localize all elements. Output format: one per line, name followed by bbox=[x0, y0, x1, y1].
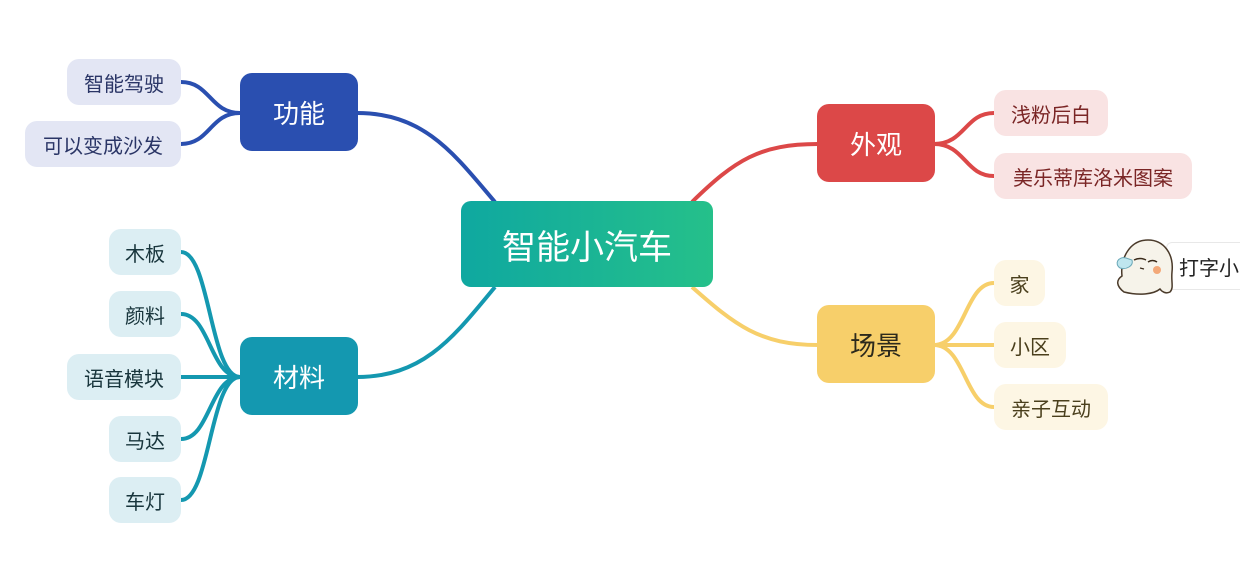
ghost-mascot-icon bbox=[1116, 239, 1173, 295]
connector-center-material bbox=[356, 285, 497, 379]
typing-helper-box[interactable]: 打字小 bbox=[1166, 242, 1240, 290]
leaf-scene[interactable]: 亲子互动 bbox=[994, 384, 1108, 430]
leaf-appearance[interactable]: 美乐蒂库洛米图案 bbox=[994, 153, 1192, 199]
leaf-function[interactable]: 可以变成沙发 bbox=[25, 121, 181, 167]
leaf-material[interactable]: 马达 bbox=[109, 416, 181, 462]
connector-scene-leaf bbox=[933, 281, 995, 347]
topic-appearance[interactable]: 外观 bbox=[817, 104, 935, 182]
connector-material-leaf bbox=[180, 250, 241, 379]
connector-material-leaf bbox=[180, 375, 241, 502]
topic-function[interactable]: 功能 bbox=[240, 73, 358, 151]
connector-center-function bbox=[356, 111, 497, 204]
connector-center-scene bbox=[690, 285, 819, 347]
topic-material[interactable]: 材料 bbox=[240, 337, 358, 415]
connector-function-leaf bbox=[180, 111, 241, 146]
topic-scene[interactable]: 场景 bbox=[817, 305, 935, 383]
leaf-material[interactable]: 木板 bbox=[109, 229, 181, 275]
connector-function-leaf bbox=[180, 80, 241, 115]
leaf-scene[interactable]: 小区 bbox=[994, 322, 1066, 368]
leaf-material[interactable]: 颜料 bbox=[109, 291, 181, 337]
leaf-appearance[interactable]: 浅粉后白 bbox=[994, 90, 1108, 136]
leaf-scene[interactable]: 家 bbox=[994, 260, 1045, 306]
connector-scene-leaf bbox=[933, 343, 995, 409]
connector-appearance-leaf bbox=[933, 142, 995, 178]
typing-helper-label: 打字小 bbox=[1179, 255, 1239, 280]
leaf-material[interactable]: 车灯 bbox=[109, 477, 181, 523]
connector-material-leaf bbox=[180, 312, 241, 379]
typing-helper-widget[interactable]: 打字小 bbox=[1106, 236, 1240, 298]
connector-appearance-leaf bbox=[933, 111, 995, 146]
leaf-material[interactable]: 语音模块 bbox=[67, 354, 181, 400]
central-topic[interactable]: 智能小汽车 bbox=[461, 201, 713, 287]
connector-center-appearance bbox=[690, 142, 819, 204]
leaf-function[interactable]: 智能驾驶 bbox=[67, 59, 181, 105]
